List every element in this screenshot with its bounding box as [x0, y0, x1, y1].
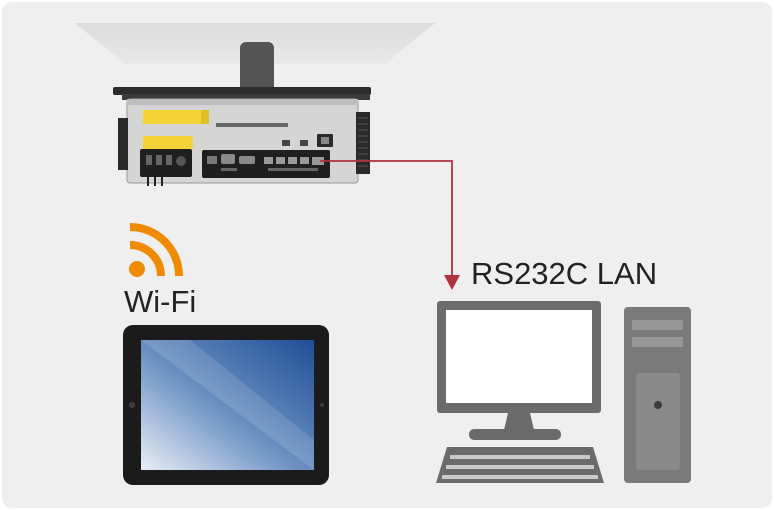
warning-sticker-bottom — [143, 136, 193, 149]
ceiling-mount — [75, 23, 435, 100]
drive-bay-1 — [632, 320, 683, 330]
top-slot — [216, 123, 288, 127]
mount-pole — [240, 42, 274, 97]
cable-arrowhead — [444, 275, 460, 290]
keyboard-icon — [436, 447, 604, 483]
monitor-screen — [446, 310, 592, 403]
wifi-icon — [129, 223, 183, 277]
tablet-glare — [141, 340, 314, 470]
warning-sticker-top — [143, 110, 201, 124]
projector-icon — [118, 98, 370, 186]
tablet-home-button — [129, 402, 135, 408]
connection-label: RS232C LAN — [471, 256, 658, 291]
wifi-label: Wi-Fi — [124, 284, 197, 319]
tablet-icon — [123, 325, 329, 485]
tablet-screen — [141, 340, 314, 470]
pc-tower-icon — [624, 307, 691, 483]
rs232c-lan-cable — [320, 160, 453, 278]
side-vent-right — [356, 112, 370, 174]
power-button — [654, 401, 662, 409]
mount-bar — [113, 87, 371, 95]
side-vent-left — [118, 118, 128, 170]
drive-bay-2 — [632, 337, 683, 347]
tower-front-panel — [636, 373, 680, 470]
monitor-icon — [437, 301, 601, 440]
monitor-base — [469, 429, 561, 440]
monitor-stand — [504, 413, 534, 430]
